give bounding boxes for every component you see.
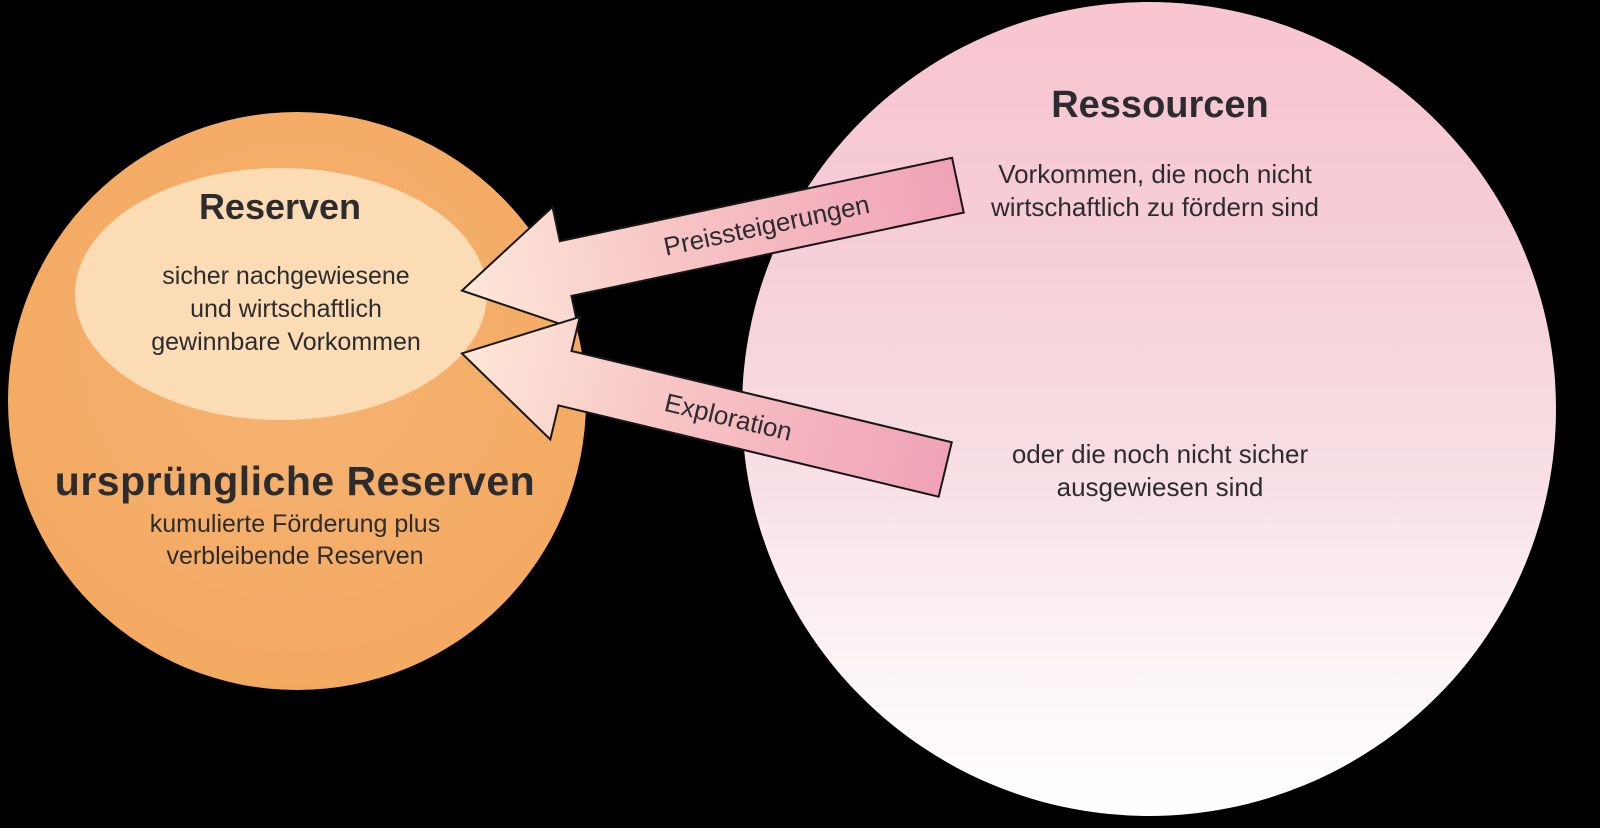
reserven-description-line-3: gewinnbare Vorkommen <box>151 328 421 356</box>
ressourcen-top-description-line-2: wirtschaftlich zu fördern sind <box>990 192 1320 222</box>
ressourcen-top-description: Vorkommen, die noch nicht wirtschaftlich… <box>905 158 1405 224</box>
urspruengliche-reserven-title: ursprüngliche Reserven <box>54 458 536 504</box>
urspruengliche-reserven-subtitle: kumulierte Förderung plus verbleibende R… <box>45 508 545 572</box>
ressourcen-top-description-line-1: Vorkommen, die noch nicht <box>998 159 1312 189</box>
exploration-arrow: Exploration <box>445 289 964 535</box>
ressourcen-bottom-description-line-2: ausgewiesen sind <box>1056 472 1264 502</box>
reserven-description-line-1: sicher nachgewiesene <box>162 262 410 290</box>
ressourcen-bottom-description: oder die noch nicht sicher ausgewiesen s… <box>910 438 1410 504</box>
ressourcen-bottom-description-line-1: oder die noch nicht sicher <box>1011 439 1309 469</box>
reserven-ellipse <box>75 168 487 420</box>
ressourcen-title: Ressourcen <box>1051 84 1269 126</box>
ressourcen-circle <box>742 2 1556 816</box>
urspruengliche-reserven-subtitle-line-1: kumulierte Förderung plus <box>149 510 441 538</box>
block-arrow-left-icon <box>460 315 953 498</box>
reserven-description: sicher nachgewiesene und wirtschaftlich … <box>78 260 494 359</box>
reserven-description-line-2: und wirtschaftlich <box>190 295 382 323</box>
reserven-title: Reserven <box>198 186 362 227</box>
urspruengliche-reserven-subtitle-line-2: verbleibende Reserven <box>166 542 424 570</box>
